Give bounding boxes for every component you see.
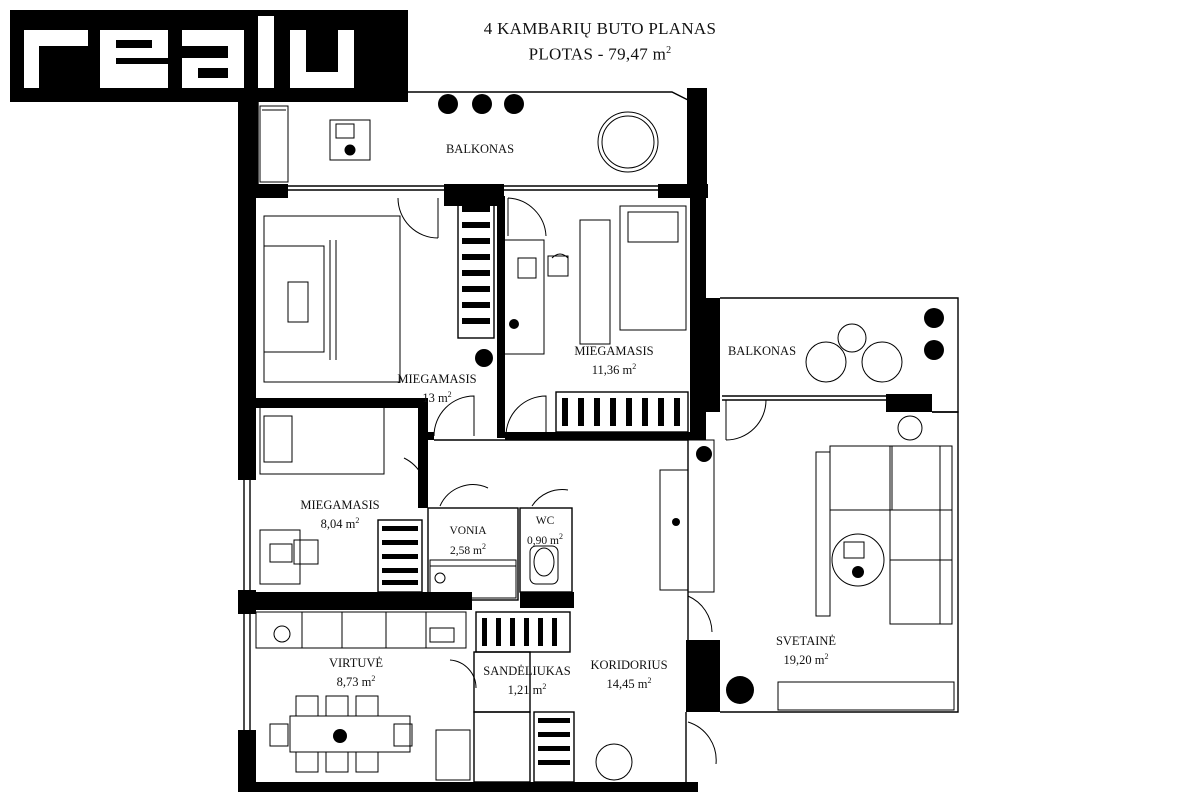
room-name: BALKONAS <box>445 142 515 156</box>
room-label-vonia: VONIA 2,58 m2 <box>449 524 486 559</box>
room-area: 1,21 m2 <box>507 682 547 698</box>
plan-title-line1: 4 KAMBARIŲ BUTO PLANAS <box>483 19 717 38</box>
room-label-miegamasis-13: MIEGAMASIS 13 m2 <box>397 372 476 406</box>
plan-title: 4 KAMBARIŲ BUTO PLANAS PLOTAS - 79,47 m2 <box>450 18 750 66</box>
room-area: 11,36 m2 <box>591 362 637 378</box>
plan-area-text: PLOTAS - 79,47 m <box>528 44 667 64</box>
room-area: 14,45 m2 <box>606 676 652 692</box>
room-name: WC <box>535 515 555 527</box>
room-name: VONIA <box>449 525 487 537</box>
room-label-sandeliukas: SANDĖLIUKAS 1,21 m2 <box>483 664 571 698</box>
room-name: SANDĖLIUKAS <box>483 664 571 678</box>
plan-title-line2: PLOTAS - 79,47 m2 <box>450 40 750 66</box>
room-label-wc: WC 0,90 m2 <box>527 514 563 549</box>
plan-area-sup: 2 <box>666 45 672 56</box>
room-name: MIEGAMASIS <box>397 372 477 386</box>
plant-icons <box>333 94 944 743</box>
room-area: 13 m2 <box>422 390 452 406</box>
room-area: 8,04 m2 <box>320 516 360 532</box>
room-name: SVETAINĖ <box>775 634 837 648</box>
room-area: 19,20 m2 <box>783 652 829 668</box>
room-label-balkonas-top: BALKONAS <box>446 142 514 157</box>
room-label-svetaine: SVETAINĖ 19,20 m2 <box>776 634 836 668</box>
doors <box>397 197 767 765</box>
room-label-miegamasis-804: MIEGAMASIS 8,04 m2 <box>300 498 379 532</box>
room-name: MIEGAMASIS <box>574 344 654 358</box>
room-name: KORIDORIUS <box>590 658 668 672</box>
wardrobe-patterns <box>382 206 680 765</box>
room-label-koridorius: KORIDORIUS 14,45 m2 <box>590 658 667 692</box>
logo <box>10 10 408 102</box>
room-area: 2,58 m2 <box>450 542 486 557</box>
room-label-miegamasis-1136: MIEGAMASIS 11,36 m2 <box>574 344 653 378</box>
room-label-virtuve: VIRTUVĖ 8,73 m2 <box>329 656 383 690</box>
room-name: BALKONAS <box>727 344 797 358</box>
room-label-balkonas-right: BALKONAS <box>728 344 796 359</box>
room-name: VIRTUVĖ <box>328 656 384 670</box>
room-name: MIEGAMASIS <box>300 498 380 512</box>
room-area: 0,90 m2 <box>527 532 563 547</box>
room-area: 8,73 m2 <box>336 674 376 690</box>
furniture <box>255 105 955 781</box>
